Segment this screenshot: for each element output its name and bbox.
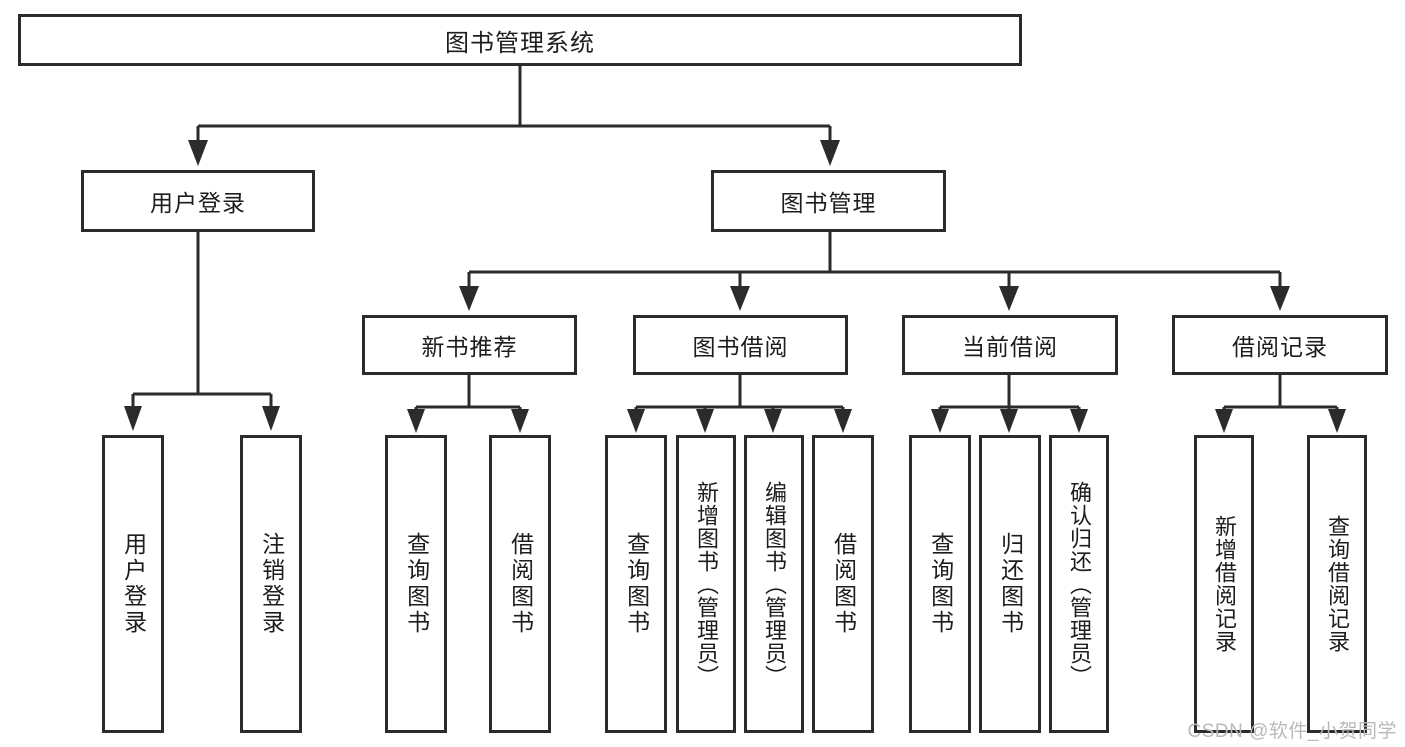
- arrowhead-lvl3-2: [730, 286, 750, 311]
- leaf-label: 查询借阅记录: [1324, 515, 1350, 653]
- arrowhead-current-2: [1000, 409, 1018, 433]
- leaf-book-borrow-add[interactable]: 新增图书（管理员）: [676, 435, 736, 733]
- leaf-label: 借阅图书: [830, 532, 857, 636]
- leaf-user-login-signout[interactable]: 注销登录: [240, 435, 302, 733]
- leaf-label: 用户登录: [120, 532, 147, 636]
- arrowhead-login-leaf-2: [262, 406, 280, 431]
- leaf-current-borrow-confirm-return[interactable]: 确认归还（管理员）: [1049, 435, 1109, 733]
- leaf-book-borrow-query[interactable]: 查询图书: [605, 435, 667, 733]
- node-current-borrow[interactable]: 当前借阅: [902, 315, 1118, 375]
- arrowhead-borrow-4: [834, 409, 852, 433]
- node-book-borrow[interactable]: 图书借阅: [633, 315, 848, 375]
- leaf-book-borrow-edit[interactable]: 编辑图书（管理员）: [744, 435, 804, 733]
- leaf-current-borrow-query[interactable]: 查询图书: [909, 435, 971, 733]
- leaf-borrow-record-add[interactable]: 新增借阅记录: [1194, 435, 1254, 733]
- leaf-label: 归还图书: [997, 532, 1024, 636]
- arrowhead-lvl3-3: [999, 286, 1019, 311]
- arrowhead-current-3: [1070, 409, 1088, 433]
- node-borrow-record[interactable]: 借阅记录: [1172, 315, 1388, 375]
- node-book-management[interactable]: 图书管理: [711, 170, 946, 232]
- arrowhead-borrow-3: [764, 409, 782, 433]
- leaf-label: 新增借阅记录: [1211, 515, 1237, 653]
- arrowhead-record-1: [1215, 409, 1233, 433]
- arrowhead-login: [188, 140, 208, 166]
- arrowhead-login-leaf-1: [124, 406, 142, 431]
- leaf-new-book-borrow[interactable]: 借阅图书: [489, 435, 551, 733]
- leaf-label: 借阅图书: [507, 532, 534, 636]
- leaf-label: 编辑图书（管理员）: [761, 480, 787, 688]
- leaf-label: 查询图书: [927, 532, 954, 636]
- leaf-label: 查询图书: [623, 532, 650, 636]
- arrowhead-lvl3-1: [459, 286, 479, 311]
- node-new-book-recommend[interactable]: 新书推荐: [362, 315, 577, 375]
- leaf-book-borrow-lend[interactable]: 借阅图书: [812, 435, 874, 733]
- leaf-current-borrow-return[interactable]: 归还图书: [979, 435, 1041, 733]
- arrowhead-lvl3-4: [1270, 286, 1290, 311]
- leaf-label: 查询图书: [403, 532, 430, 636]
- leaf-label: 确认归还（管理员）: [1066, 480, 1092, 688]
- arrowhead-borrow-2: [696, 409, 714, 433]
- leaf-label: 注销登录: [258, 532, 285, 636]
- arrowhead-newbook-1: [407, 409, 425, 433]
- arrowhead-manage: [820, 140, 840, 166]
- arrowhead-current-1: [931, 409, 949, 433]
- node-root[interactable]: 图书管理系统: [18, 14, 1022, 66]
- watermark: CSDN @软件_小贺同学: [1187, 721, 1397, 742]
- arrowhead-record-2: [1328, 409, 1346, 433]
- leaf-new-book-query[interactable]: 查询图书: [385, 435, 447, 733]
- node-user-login[interactable]: 用户登录: [81, 170, 315, 232]
- arrowhead-borrow-1: [627, 409, 645, 433]
- arrowhead-newbook-2: [511, 409, 529, 433]
- leaf-label: 新增图书（管理员）: [693, 480, 719, 688]
- leaf-user-login-signin[interactable]: 用户登录: [102, 435, 164, 733]
- leaf-borrow-record-query[interactable]: 查询借阅记录: [1307, 435, 1367, 733]
